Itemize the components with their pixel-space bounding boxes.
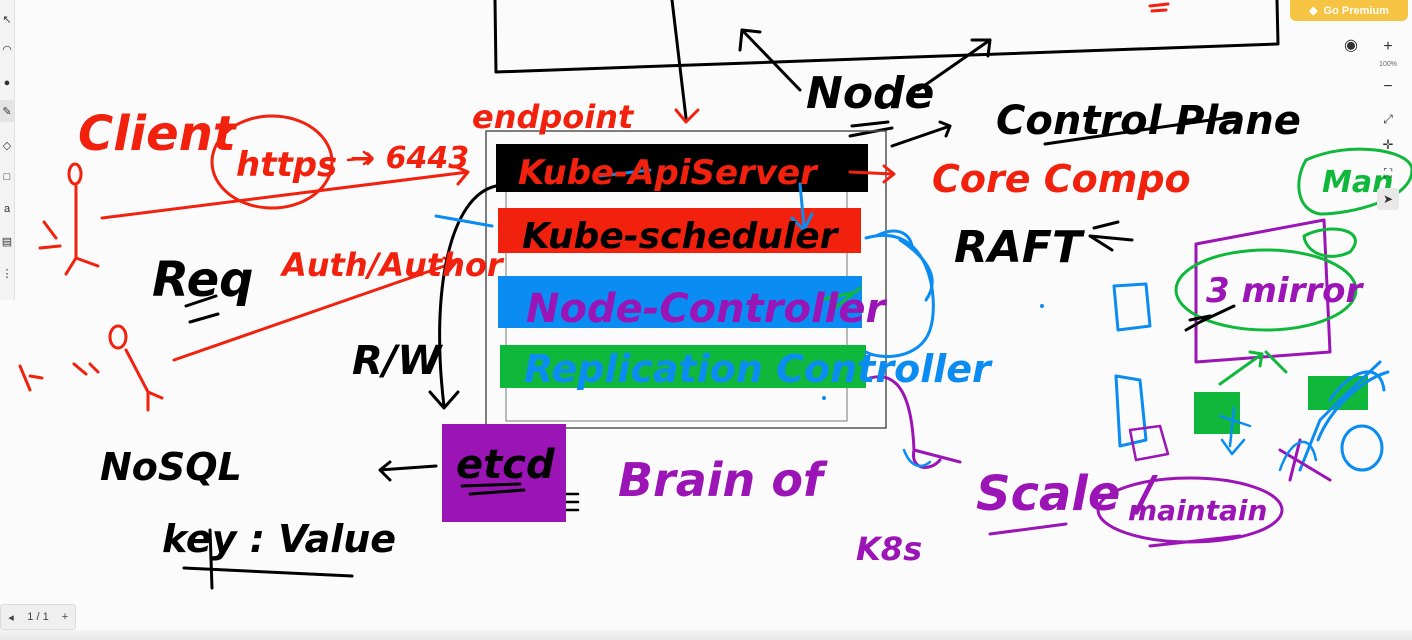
go-premium-button[interactable]: ◆ Go Premium: [1290, 0, 1408, 21]
fullscreen-icon[interactable]: ⤢: [1383, 111, 1393, 126]
left-toolbar: ↖ ◠ ● ✎ ◇ □ a ▤ ⋮: [0, 0, 15, 300]
label-control-plane: Control Plane: [996, 98, 1301, 144]
eye-icon[interactable]: ◉: [1344, 37, 1358, 54]
shape-tool-icon[interactable]: □: [3, 171, 11, 183]
label-auth: Auth/Author: [279, 246, 505, 284]
sticky-note-tool-icon[interactable]: ▤: [1, 235, 13, 248]
previous-page-icon[interactable]: ◂: [8, 611, 14, 624]
pointer-icon[interactable]: ➤: [1377, 188, 1399, 210]
bar-label-apiserver: Kube-ApiServer: [518, 153, 819, 193]
bar-node-controller: [498, 276, 862, 328]
label-k8s: K8s: [856, 530, 922, 568]
bar-replication-controller: [500, 345, 866, 388]
bar-label-replication: Replication Controller: [524, 347, 993, 391]
label-scale: Scale /: [976, 466, 1158, 522]
etcd-box: [442, 424, 566, 522]
control-plane-frame: [485, 130, 887, 429]
label-nosql: NoSQL: [100, 445, 242, 489]
label-node: Node: [806, 68, 934, 119]
node-box-outline: [493, 0, 1280, 74]
move-icon[interactable]: ✛: [1382, 137, 1394, 152]
bar-kube-scheduler: [498, 208, 861, 253]
fit-screen-icon[interactable]: ⛶: [1383, 165, 1393, 180]
label-maintain: maintain: [1128, 494, 1267, 527]
label-three-mirror: 3 mirror: [1206, 271, 1364, 311]
label-endpoint: endpoint: [472, 98, 635, 136]
text-tool-icon[interactable]: a: [3, 203, 11, 215]
diamond-icon: ◆: [1309, 5, 1318, 17]
label-brain-of: Brain of: [618, 453, 828, 507]
zoom-in-button[interactable]: +: [1383, 38, 1393, 55]
bar-kube-apiserver: [496, 144, 868, 192]
select-tool-icon[interactable]: ↖: [2, 13, 12, 26]
eraser-tool-icon[interactable]: ◇: [2, 139, 12, 152]
add-page-button[interactable]: +: [61, 611, 69, 623]
label-key-value: key : Value: [162, 517, 396, 561]
zoom-level: 100%: [1379, 61, 1397, 68]
label-port: → 6443: [350, 141, 469, 176]
label-https: https: [236, 145, 337, 185]
label-raft: RAFT: [954, 222, 1085, 273]
label-req: Req: [152, 252, 253, 308]
page-navigator: ◂ 1 / 1 +: [0, 604, 76, 630]
go-premium-label: Go Premium: [1323, 4, 1389, 17]
bar-label-node-controller: Node-Controller: [526, 286, 888, 332]
more-tools-icon[interactable]: ⋮: [1, 267, 13, 280]
fill-tool-icon[interactable]: ●: [3, 77, 11, 89]
pen-tool-icon[interactable]: ✎: [0, 100, 14, 122]
label-rw: R/W: [352, 338, 443, 384]
label-core-compo: Core Compo: [932, 157, 1191, 201]
bar-label-scheduler: Kube-scheduler: [522, 216, 840, 257]
page-indicator: 1 / 1: [27, 611, 49, 623]
label-etcd: etcd: [456, 442, 555, 488]
bottom-strip: [0, 630, 1412, 640]
label-client: Client: [78, 106, 238, 162]
zoom-out-button[interactable]: −: [1383, 78, 1393, 95]
lasso-tool-icon[interactable]: ◠: [2, 43, 12, 56]
